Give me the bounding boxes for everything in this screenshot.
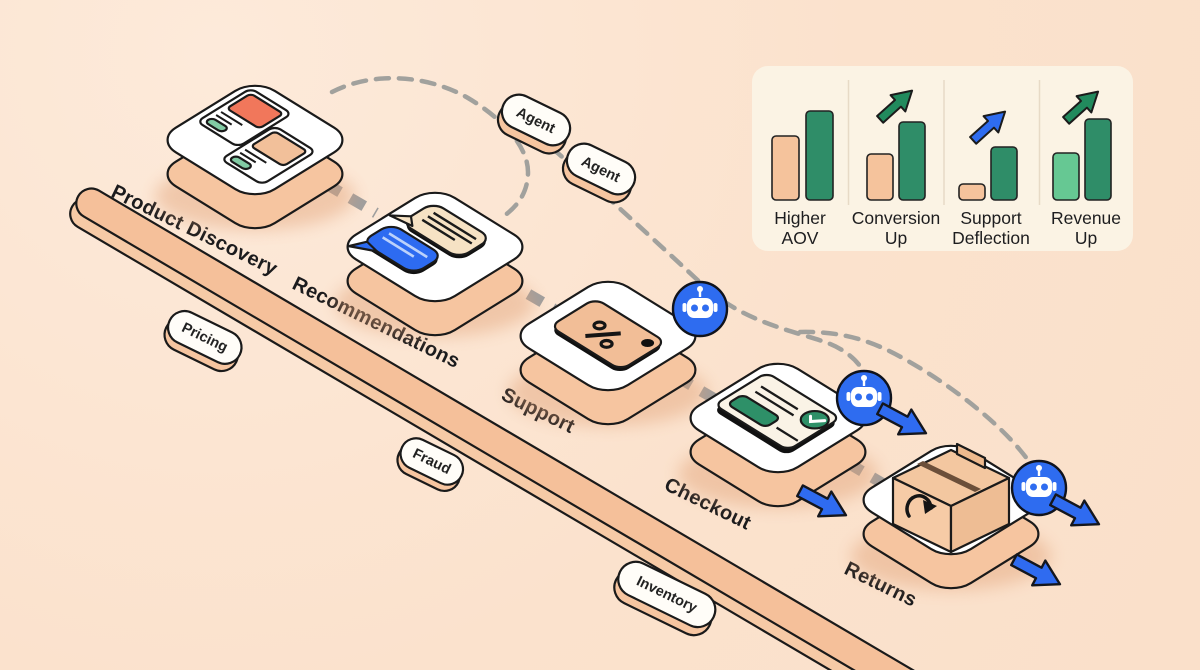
pill-pricing: Pricing bbox=[163, 309, 243, 373]
tile-top-face bbox=[336, 186, 534, 309]
pill-agent-1: Agent bbox=[496, 93, 572, 155]
stat-label-aov: AOV bbox=[782, 228, 819, 248]
stats-panel: Higher AOV Conversion Up Support Deflect… bbox=[752, 66, 1133, 251]
return-box-icon bbox=[891, 442, 1011, 554]
stat-label-revenue-up: Up bbox=[1075, 228, 1097, 248]
product-image-peach bbox=[251, 131, 308, 166]
robot-antenna-dot bbox=[1036, 465, 1042, 471]
product-image-red bbox=[227, 94, 284, 129]
stat-label-higher: Higher bbox=[774, 208, 826, 228]
robot-head bbox=[687, 298, 713, 318]
stat-bar bbox=[805, 110, 834, 201]
product-card-b bbox=[221, 126, 316, 185]
stat-bar bbox=[958, 183, 986, 201]
stat-bar bbox=[771, 135, 800, 201]
chat-bubble-blue bbox=[349, 222, 447, 275]
tile-returns bbox=[851, 442, 1051, 590]
stat-label-conversion-up: Up bbox=[885, 228, 907, 248]
robot-eye bbox=[855, 393, 862, 401]
box-front-right bbox=[949, 476, 1011, 554]
agent-path-to-returns bbox=[797, 329, 1041, 481]
return-arrow-glyph bbox=[905, 494, 933, 518]
agent-path-discovery bbox=[329, 76, 531, 219]
band-face bbox=[75, 187, 1082, 670]
arrow-after-returns bbox=[1049, 493, 1101, 527]
price-pill-green bbox=[205, 118, 229, 133]
robot-head bbox=[851, 387, 877, 407]
stat-label-support: Support bbox=[960, 208, 1021, 228]
journey-band bbox=[69, 187, 1082, 670]
checkout-form-icon bbox=[717, 372, 843, 454]
trend-arrow-deflection bbox=[969, 110, 1007, 145]
pill-fraud: Fraud bbox=[396, 437, 465, 493]
trend-arrow-conversion bbox=[876, 89, 914, 124]
tile-recommendations bbox=[335, 186, 535, 337]
arrow-after-checkout bbox=[876, 402, 928, 436]
agent-badge-support bbox=[671, 280, 729, 338]
tile-support bbox=[508, 275, 708, 426]
robot-eye bbox=[1030, 483, 1037, 491]
robot-eye bbox=[866, 393, 873, 401]
flow-arrows bbox=[796, 402, 1101, 587]
tile-checkout bbox=[678, 357, 878, 508]
stat-bar bbox=[990, 146, 1018, 201]
tile-product-discovery bbox=[155, 79, 355, 230]
stat-bar bbox=[1052, 152, 1080, 201]
product-card-a bbox=[197, 88, 292, 147]
chat-bubble-cream bbox=[387, 195, 494, 259]
trend-arrow-revenue bbox=[1062, 90, 1100, 125]
stat-bar bbox=[1084, 118, 1112, 201]
pill-agent-2: Agent bbox=[561, 142, 637, 204]
price-tag-icon bbox=[546, 298, 668, 372]
stat-label-conversion: Conversion bbox=[852, 208, 941, 228]
stat-label-revenue: Revenue bbox=[1051, 208, 1121, 228]
robot-head bbox=[1026, 477, 1052, 497]
robot-eye bbox=[702, 304, 709, 312]
stats-panel-bg bbox=[752, 66, 1133, 251]
stat-bar bbox=[866, 153, 894, 201]
stat-label-deflection: Deflection bbox=[952, 228, 1030, 248]
robot-antenna-dot bbox=[697, 286, 703, 292]
box-flap-tab bbox=[955, 442, 987, 470]
arrow-below-returns bbox=[1010, 553, 1062, 587]
stat-bar bbox=[898, 121, 926, 201]
pill-inventory: Inventory bbox=[613, 560, 717, 637]
box-flap-slot bbox=[917, 461, 981, 492]
robot-eye bbox=[1041, 483, 1048, 491]
robot-antenna-dot bbox=[861, 375, 867, 381]
pay-button bbox=[727, 394, 781, 427]
robot-eye bbox=[691, 304, 698, 312]
arrow-below-checkout bbox=[796, 484, 848, 518]
tag-hole bbox=[641, 338, 655, 348]
price-pill-green bbox=[229, 155, 253, 170]
